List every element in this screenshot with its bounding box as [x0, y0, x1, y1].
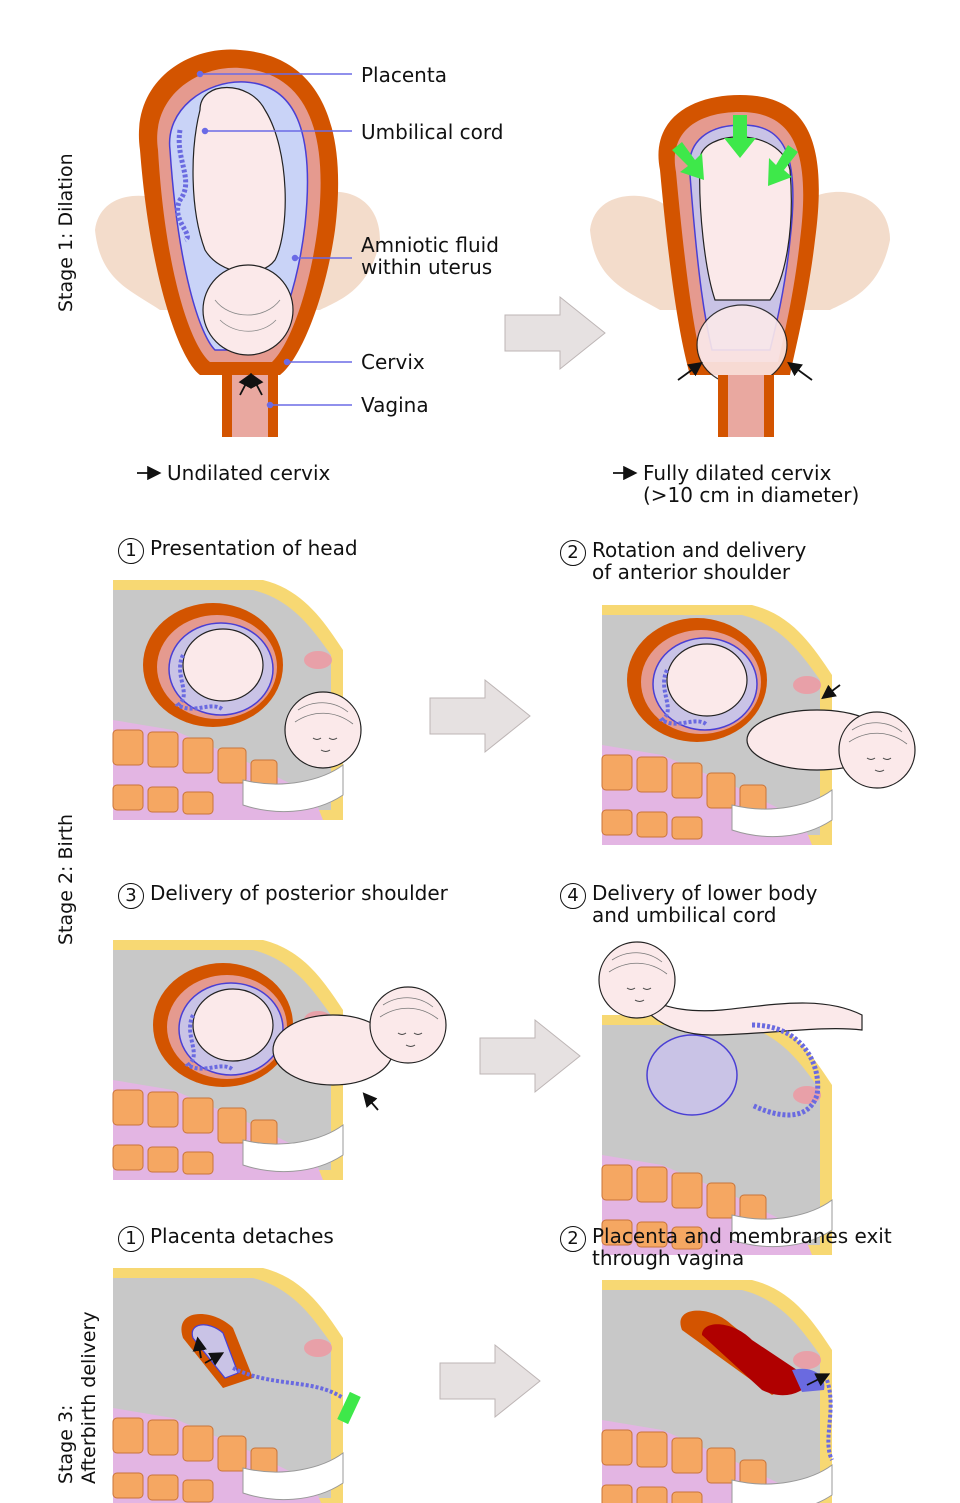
dilated-caption: Fully dilated cervix (>10 cm in diameter…	[643, 461, 860, 507]
cervix-label: Cervix	[361, 350, 425, 374]
placenta-label: Placenta	[361, 63, 447, 87]
birth-arrow-1	[429, 679, 531, 753]
stage3-label-line2: Afterbirth delivery	[78, 1311, 100, 1484]
stage1-dilated-figure	[590, 95, 890, 437]
amniotic-fluid-label: Amniotic fluid within uterus	[361, 233, 499, 279]
stage1-label: Stage 1: Dilation	[55, 153, 77, 312]
step-text: Delivery of lower body and umbilical cor…	[592, 881, 818, 927]
birth-step3-figure	[112, 939, 447, 1181]
stage3-label-line1: Stage 3:	[55, 1404, 77, 1484]
birth-step4-figure	[598, 941, 863, 1256]
step-text: Placenta and membranes exit through vagi…	[592, 1224, 892, 1270]
afterbirth-step2-figure	[601, 1279, 834, 1503]
step-number: 4	[560, 883, 586, 909]
step-number: 1	[118, 1226, 144, 1252]
vagina-label: Vagina	[361, 393, 429, 417]
stage1-arrow	[504, 296, 606, 370]
stage2-label: Stage 2: Birth	[55, 813, 77, 945]
birth-step2-figure	[601, 604, 916, 846]
step-text: Placenta detaches	[150, 1224, 334, 1248]
afterbirth-step1-figure	[112, 1267, 361, 1503]
step-number: 3	[118, 883, 144, 909]
afterbirth-arrow	[439, 1344, 541, 1418]
step-number: 1	[118, 538, 144, 564]
birth-arrow-2	[479, 1019, 581, 1093]
step-text: Rotation and delivery of anterior should…	[592, 538, 807, 584]
umbilical-cord-label: Umbilical cord	[361, 120, 504, 144]
stage1-undilated-figure	[95, 49, 380, 437]
step-text: Delivery of posterior shoulder	[150, 881, 448, 905]
step-number: 2	[560, 540, 586, 566]
step-number: 2	[560, 1226, 586, 1252]
undilated-caption: Undilated cervix	[167, 461, 331, 485]
step-text: Presentation of head	[150, 536, 358, 560]
birth-step1-figure	[112, 579, 362, 821]
